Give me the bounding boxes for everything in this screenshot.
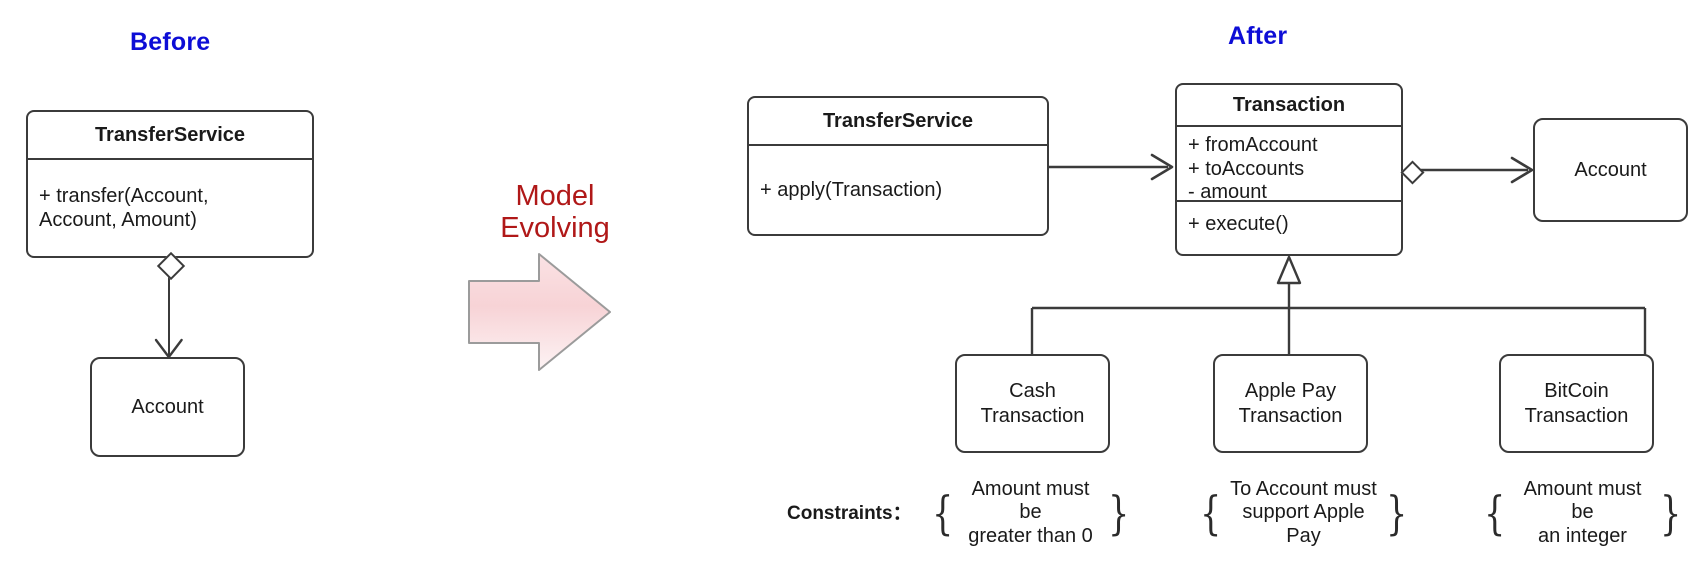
before-transferservice-class: TransferService + transfer(Account, Acco… xyxy=(26,110,314,258)
after-transferservice-operations: + apply(Transaction) xyxy=(760,179,943,202)
transaction-attributes: + fromAccount + toAccounts - amount xyxy=(1177,127,1401,204)
after-transferservice-title: TransferService xyxy=(749,98,1047,146)
transaction-attribute: + toAccounts xyxy=(1188,157,1305,180)
before-transferservice-title: TransferService xyxy=(28,112,312,160)
brace-open-icon: { xyxy=(932,486,954,540)
subclass-cash-transaction-label: Cash Transaction xyxy=(980,380,1085,427)
brace-close-icon: } xyxy=(1385,486,1407,540)
after-association-arrowhead xyxy=(1150,153,1174,181)
after-account-class: Account xyxy=(1533,118,1688,222)
transaction-attribute: + fromAccount xyxy=(1188,134,1318,156)
constraint-item: { Amount must be greater than 0 } xyxy=(928,478,1133,546)
after-account-label: Account xyxy=(1574,158,1647,181)
right-block-arrow-icon xyxy=(468,253,611,371)
constraint-text: Amount must be greater than 0 xyxy=(968,478,1093,547)
brace-open-icon: { xyxy=(1200,486,1222,540)
constraint-item: { Amount must be an integer } xyxy=(1480,478,1685,546)
after-transferservice-class: TransferService + apply(Transaction) xyxy=(747,96,1049,236)
subclass-apple-pay-transaction: Apple Pay Transaction xyxy=(1213,354,1368,453)
transaction-class: Transaction + fromAccount + toAccounts -… xyxy=(1175,83,1403,256)
brace-open-icon: { xyxy=(1484,486,1506,540)
model-evolving-label: Model Evolving xyxy=(500,180,610,245)
constraint-text: Amount must be an integer xyxy=(1523,478,1642,547)
constraints-label: Constraints： xyxy=(787,503,912,524)
after-aggregation-arrowhead xyxy=(1510,156,1534,184)
transaction-method: + execute() xyxy=(1188,213,1289,235)
subclass-bitcoin-transaction-label: BitCoin Transaction xyxy=(1524,380,1629,427)
constraint-item: { To Account must support Apple Pay } xyxy=(1196,478,1411,546)
transaction-methods: + execute() xyxy=(1177,202,1401,256)
subclass-apple-pay-transaction-label: Apple Pay Transaction xyxy=(1238,380,1343,427)
before-title: Before xyxy=(130,28,211,56)
transaction-attribute: - amount xyxy=(1188,181,1267,204)
after-aggregation-diamond xyxy=(1400,159,1425,185)
before-transferservice-operations: + transfer(Account, Account, Amount) xyxy=(39,185,209,231)
after-title: After xyxy=(1228,22,1288,50)
brace-close-icon: } xyxy=(1107,486,1129,540)
before-account-label: Account xyxy=(131,395,204,418)
generalization-triangle-icon xyxy=(1276,255,1302,285)
subclass-cash-transaction: Cash Transaction xyxy=(955,354,1110,453)
before-aggregation-line xyxy=(167,258,170,356)
before-account-class: Account xyxy=(90,357,245,457)
brace-close-icon: } xyxy=(1659,486,1681,540)
transaction-title: Transaction xyxy=(1177,85,1401,127)
subclass-bitcoin-transaction: BitCoin Transaction xyxy=(1499,354,1654,453)
constraint-text: To Account must support Apple Pay xyxy=(1230,478,1377,547)
